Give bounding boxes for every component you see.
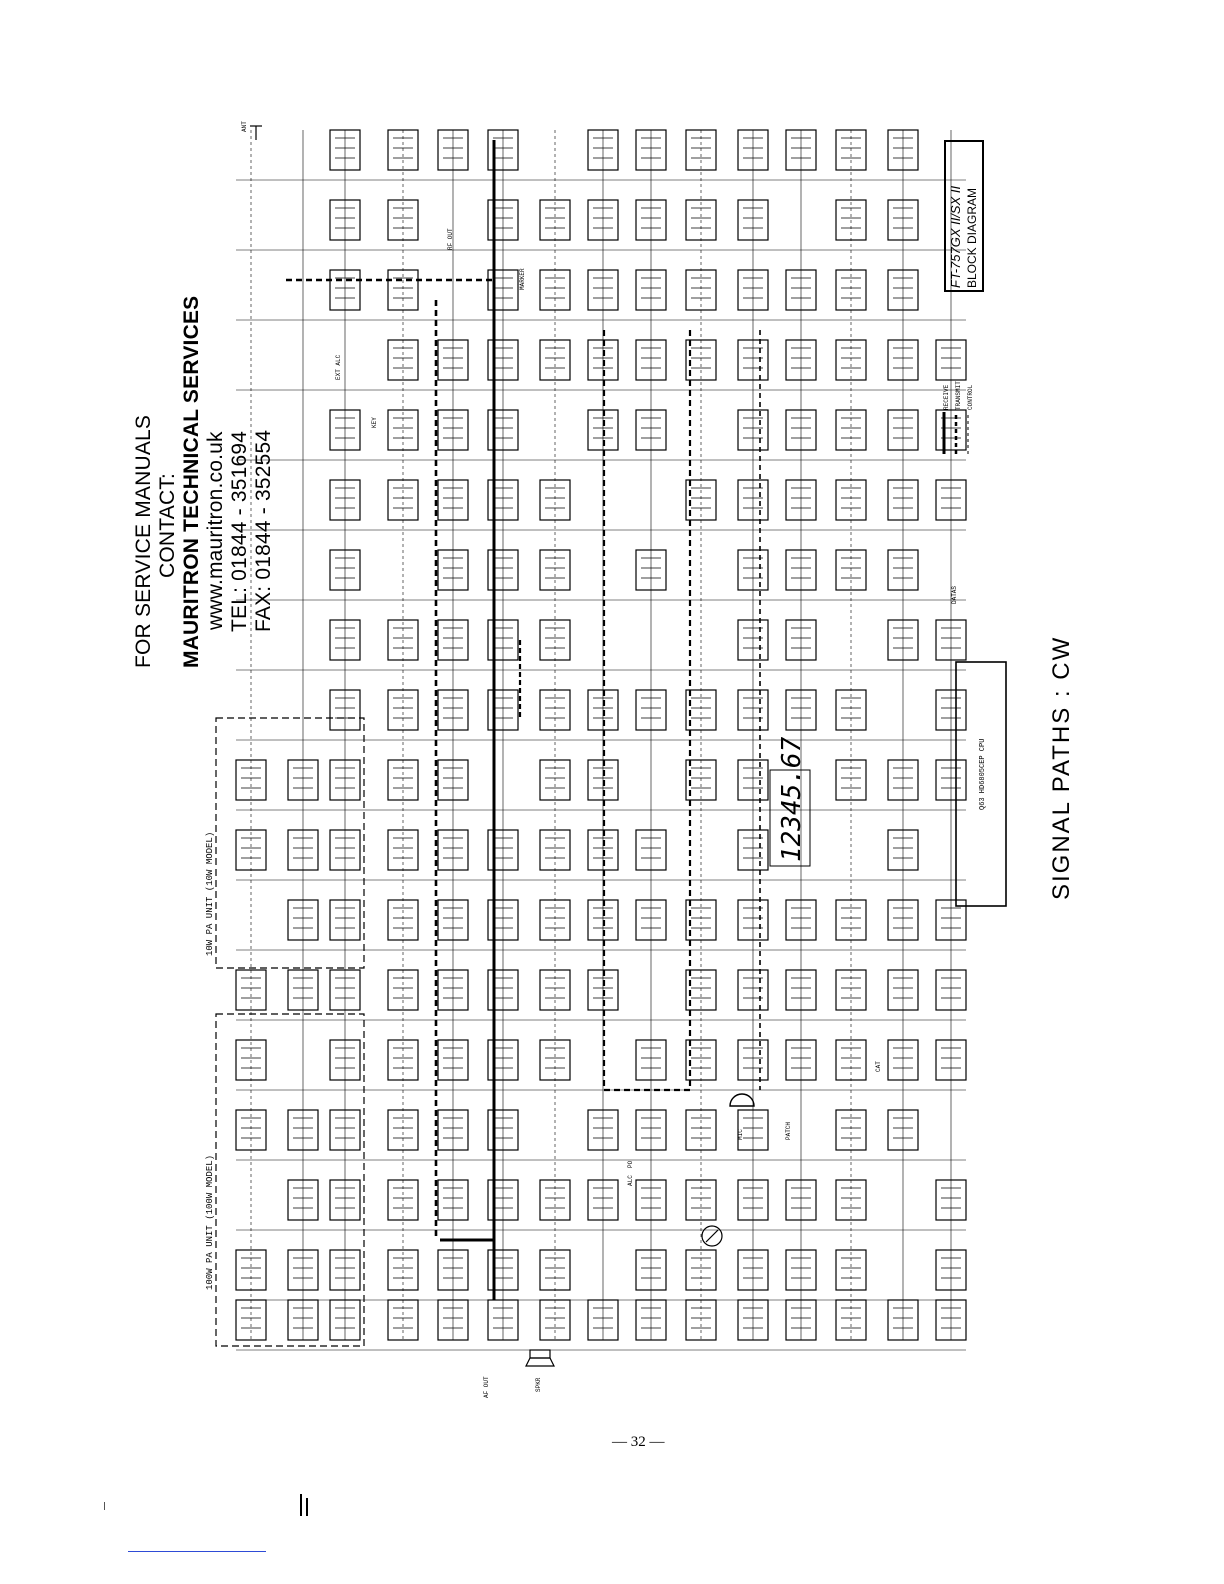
diagram-title-box: FT-757GX II/SX II BLOCK DIAGRAM xyxy=(944,140,984,292)
page-number: — 32 — xyxy=(612,1434,665,1450)
pa-100w-unit-box xyxy=(215,1013,365,1347)
cpu-label: Q63 HD6805CEP CPU xyxy=(979,739,987,810)
diagram-subtitle: BLOCK DIAGRAM xyxy=(965,187,979,288)
key-label: KEY xyxy=(371,417,378,428)
pa-100w-label: 100W PA UNIT (100W MODEL) xyxy=(205,1155,215,1290)
antenna-icon xyxy=(250,125,262,140)
svg-text:TRANSMIT: TRANSMIT xyxy=(955,381,962,410)
cpu-block xyxy=(955,661,1007,907)
af-out-label: AF OUT xyxy=(483,1376,490,1398)
margin-mark xyxy=(104,1502,105,1510)
mic-label: MIC xyxy=(737,1129,744,1140)
svg-text:CONTROL: CONTROL xyxy=(967,384,974,410)
alc-label: ALC xyxy=(627,1175,634,1186)
contact-heading: FOR SERVICE MANUALS xyxy=(132,414,155,668)
spkr-label: SPKR xyxy=(535,1377,542,1392)
datas-label: DATAS xyxy=(951,586,958,604)
svg-text:RECEIVE: RECEIVE xyxy=(943,384,950,410)
margin-mark xyxy=(300,1494,302,1516)
meter-icon xyxy=(701,1225,723,1247)
rf-out-label: RF OUT xyxy=(447,228,454,250)
telephone: TEL: 01844 - 351694 xyxy=(228,430,251,632)
block-grid xyxy=(235,129,967,1341)
cw-signal-paths xyxy=(286,140,761,1300)
fax: FAX: 01844 - 352554 xyxy=(252,429,275,632)
model-name: FT-757GX II/SX II xyxy=(948,185,963,288)
po-label: PO xyxy=(627,1160,634,1168)
website: www.mauritron.co.uk xyxy=(204,431,227,630)
pa-10w-label: 10W PA UNIT (10W MODEL) xyxy=(205,832,215,956)
marker-label: MARKER xyxy=(519,268,526,290)
cat-label: CAT xyxy=(875,1061,882,1072)
margin-mark xyxy=(306,1498,308,1516)
ext-alc-label: EXT ALC xyxy=(335,354,342,380)
contact-block: FOR SERVICE MANUALS CONTACT: MAURITRON T… xyxy=(132,296,276,668)
patch-label: PATCH xyxy=(785,1122,792,1140)
signal-legend: RECEIVE TRANSMIT CONTROL xyxy=(942,381,974,454)
contact-sub: CONTACT: xyxy=(156,472,179,578)
ant-label: ANT xyxy=(241,121,248,132)
speaker-icon xyxy=(525,1349,555,1367)
pa-10w-unit-box xyxy=(215,717,365,969)
display-digits: 12345.67 xyxy=(777,736,807,862)
mic-icon xyxy=(729,1093,755,1107)
signal-paths-title: SIGNAL PATHS : CW xyxy=(1048,635,1075,900)
link-underline xyxy=(128,1551,266,1552)
signal-wires xyxy=(236,130,966,1351)
company-name: MAURITRON TECHNICAL SERVICES xyxy=(180,295,203,668)
display-readout xyxy=(769,769,811,867)
